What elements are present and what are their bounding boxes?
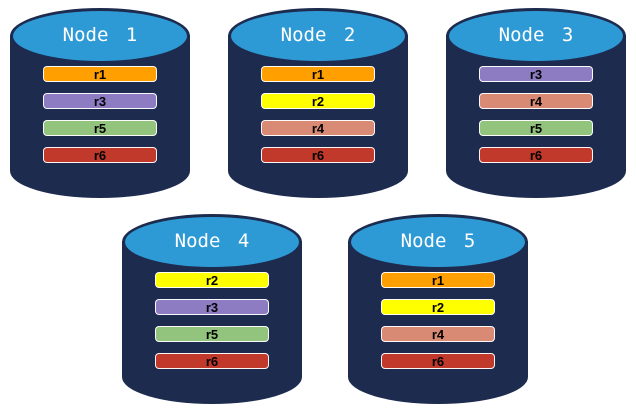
replica-bar: r2 xyxy=(381,299,495,315)
node-4-cylinder: Node 4 r2 r3 r5 r6 xyxy=(122,214,302,404)
node-1-cylinder: Node 1 r1 r3 r5 r6 xyxy=(10,8,190,198)
replica-bar-list: r1 r2 r4 r6 xyxy=(381,272,495,369)
database-cylinder-top xyxy=(10,8,190,64)
node-title: Node 3 xyxy=(498,24,574,46)
node-title: Node 1 xyxy=(62,24,138,46)
replica-bar: r1 xyxy=(43,66,157,82)
replica-bar: r4 xyxy=(261,120,375,136)
database-cylinder-top xyxy=(446,8,626,64)
replica-bar: r6 xyxy=(381,353,495,369)
replica-bar: r6 xyxy=(43,147,157,163)
replica-bar: r3 xyxy=(155,299,269,315)
replica-bar: r5 xyxy=(43,120,157,136)
node-2-cylinder: Node 2 r1 r2 r4 r6 xyxy=(228,8,408,198)
replica-bar: r3 xyxy=(43,93,157,109)
database-cylinder-top xyxy=(228,8,408,64)
replica-bar: r4 xyxy=(381,326,495,342)
replica-bar-list: r1 r3 r5 r6 xyxy=(43,66,157,163)
node-3-cylinder: Node 3 r3 r4 r5 r6 xyxy=(446,8,626,198)
replica-bar: r2 xyxy=(155,272,269,288)
replica-bar: r6 xyxy=(261,147,375,163)
node-5-cylinder: Node 5 r1 r2 r4 r6 xyxy=(348,214,528,404)
replica-bar: r3 xyxy=(479,66,593,82)
replica-bar: r5 xyxy=(479,120,593,136)
replica-bar: r2 xyxy=(261,93,375,109)
replica-bar-list: r1 r2 r4 r6 xyxy=(261,66,375,163)
replica-bar: r1 xyxy=(381,272,495,288)
database-cylinder-top xyxy=(122,214,302,270)
node-title: Node 5 xyxy=(400,230,476,252)
node-title: Node 2 xyxy=(280,24,356,46)
replica-bar-list: r2 r3 r5 r6 xyxy=(155,272,269,369)
replica-bar: r1 xyxy=(261,66,375,82)
replica-bar: r6 xyxy=(479,147,593,163)
replica-bar: r6 xyxy=(155,353,269,369)
replica-bar: r4 xyxy=(479,93,593,109)
replica-bar-list: r3 r4 r5 r6 xyxy=(479,66,593,163)
node-title: Node 4 xyxy=(174,230,250,252)
database-cylinder-top xyxy=(348,214,528,270)
replica-bar: r5 xyxy=(155,326,269,342)
